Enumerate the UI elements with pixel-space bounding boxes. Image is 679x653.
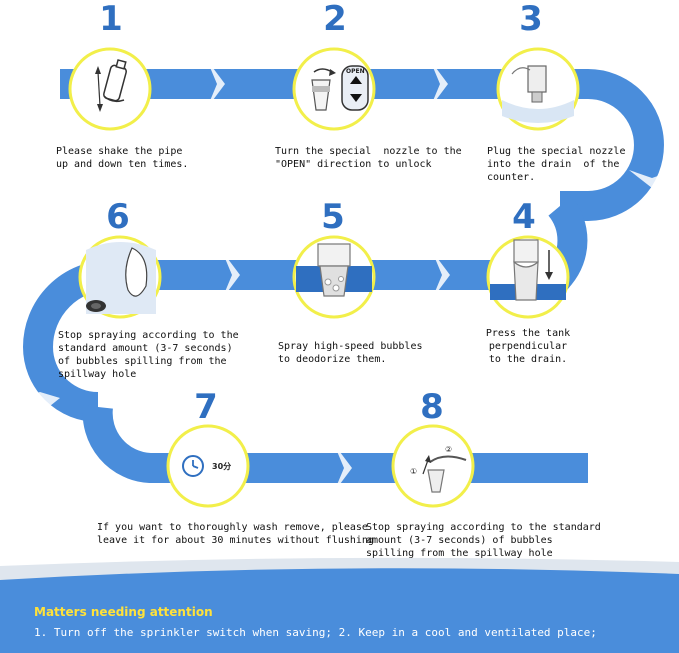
step-7-circle (166, 424, 250, 508)
step-2-circle (292, 47, 376, 131)
step-number-1: 1 (99, 0, 123, 39)
minutes-badge: 30分 (212, 462, 232, 471)
track-row-3 (82, 405, 588, 483)
step-number-5: 5 (321, 197, 345, 237)
step-caption-4: Press the tank perpendicular to the drai… (485, 328, 571, 365)
shake-bottle-icon (95, 59, 127, 112)
step-3-circle (496, 47, 580, 131)
step-number-3: 3 (519, 0, 543, 39)
arrow-right-5 (334, 444, 352, 492)
step-1-circle (68, 47, 152, 131)
attention-text: 1. Turn off the sprinkler switch when sa… (34, 626, 597, 639)
step-number-7: 7 (194, 387, 218, 427)
stop-spray-icon (422, 455, 467, 493)
arrow-down-turn (629, 170, 675, 188)
step-caption-8: Stop spraying according to the standard … (366, 522, 601, 559)
open-badge: OPEN (346, 68, 365, 75)
step-number-8: 8 (420, 387, 444, 427)
step-caption-3: Plug the special nozzle into the drain o… (487, 146, 626, 183)
nozzle-unlock-icon (311, 65, 369, 111)
attention-title: Matters needing attention (34, 605, 213, 619)
press-tank-icon (490, 239, 566, 301)
arrow-right-1 (207, 60, 225, 108)
step-caption-2: Turn the special nozzle to the "OPEN" di… (275, 146, 462, 170)
arrow-right-4 (432, 251, 450, 299)
arrow-right-2 (430, 60, 448, 108)
step-caption-6: Stop spraying according to the standard … (58, 330, 239, 380)
mark-1: ① (410, 467, 418, 476)
step-number-4: 4 (512, 197, 536, 237)
step-caption-1: Please shake the pipe up and down ten ti… (56, 146, 189, 170)
spillway-hole-icon (86, 242, 156, 314)
step-4-circle (486, 235, 570, 319)
step-number-2: 2 (323, 0, 347, 39)
track-row-2 (22, 196, 588, 422)
step-6-circle (78, 235, 162, 319)
arrow-right-3 (222, 251, 240, 299)
track-row-1 (60, 69, 664, 221)
mark-2: ② (445, 445, 453, 454)
step-5-circle (292, 235, 376, 319)
step-caption-7: If you want to thoroughly wash remove, p… (97, 522, 374, 546)
timer-icon (182, 455, 204, 477)
step-8-circle (391, 424, 475, 508)
step-caption-5: Spray high-speed bubbles to deodorize th… (278, 341, 423, 365)
spray-bubbles-icon (296, 243, 372, 297)
plug-nozzle-icon (502, 65, 574, 123)
attention-footer (0, 557, 679, 653)
arrow-down-left-turn (20, 392, 60, 414)
step-number-6: 6 (106, 197, 130, 237)
